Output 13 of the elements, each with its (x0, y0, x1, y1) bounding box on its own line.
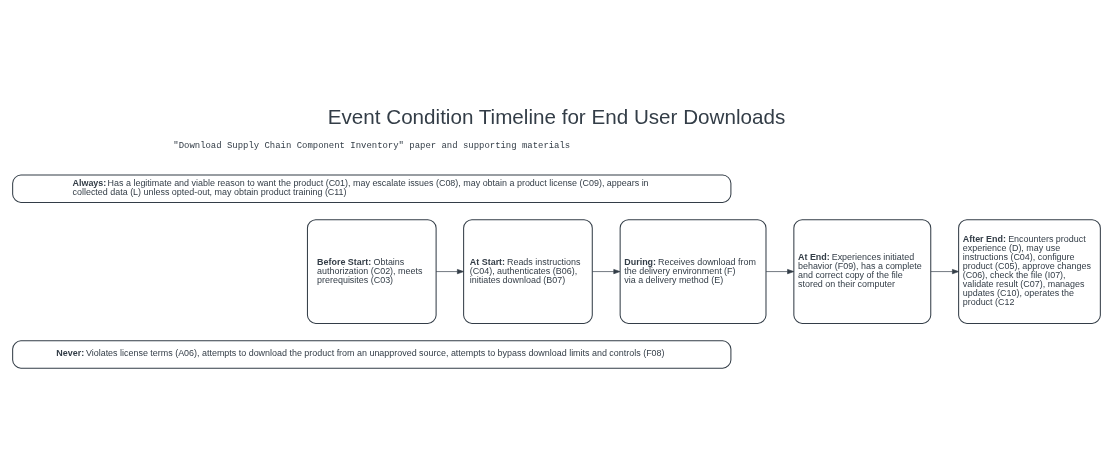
arrow (435, 268, 464, 274)
node-box: Always:Has a legitimate and viable reason to want the product (C01), may escalate issues (C08), may obtain a product license (C09), appears in collected data (L) unless opted-out, may obtain product training (C11) (12, 173, 732, 203)
arrow (930, 268, 959, 274)
node-box: At Start: Reads instructions (C04), authenticates (B06), initiates download (B07) (463, 218, 593, 324)
node-box: After End: Encounters product experience (D), may use instructions (C04), configure product (C05), approve changes (C06), check the file (I07), validate result (C07), manages updates (C10), operates the product (C12 (958, 218, 1101, 324)
node-box: During: Receives download from the delivery environment (F) via a delivery method (E) (619, 218, 767, 324)
node-box: Before Start: Obtains authorization (C02), meets prerequisites (C03) (306, 218, 437, 324)
node-box: At End: Experiences initiated behavior (F09), has a complete and correct copy of the file stored on their computer (793, 218, 932, 324)
diagram-title: Event Condition Timeline for End User Downloads (327, 104, 786, 128)
arrow (592, 268, 621, 274)
arrow (765, 268, 795, 274)
node-box: Never: Violates license terms (A06), attempts to download the product from an unapproved source, attempts to bypass download limits and controls (F08) (12, 339, 732, 369)
label: "Download Supply Chain Component Inventory" paper and supporting materials (173, 140, 571, 151)
